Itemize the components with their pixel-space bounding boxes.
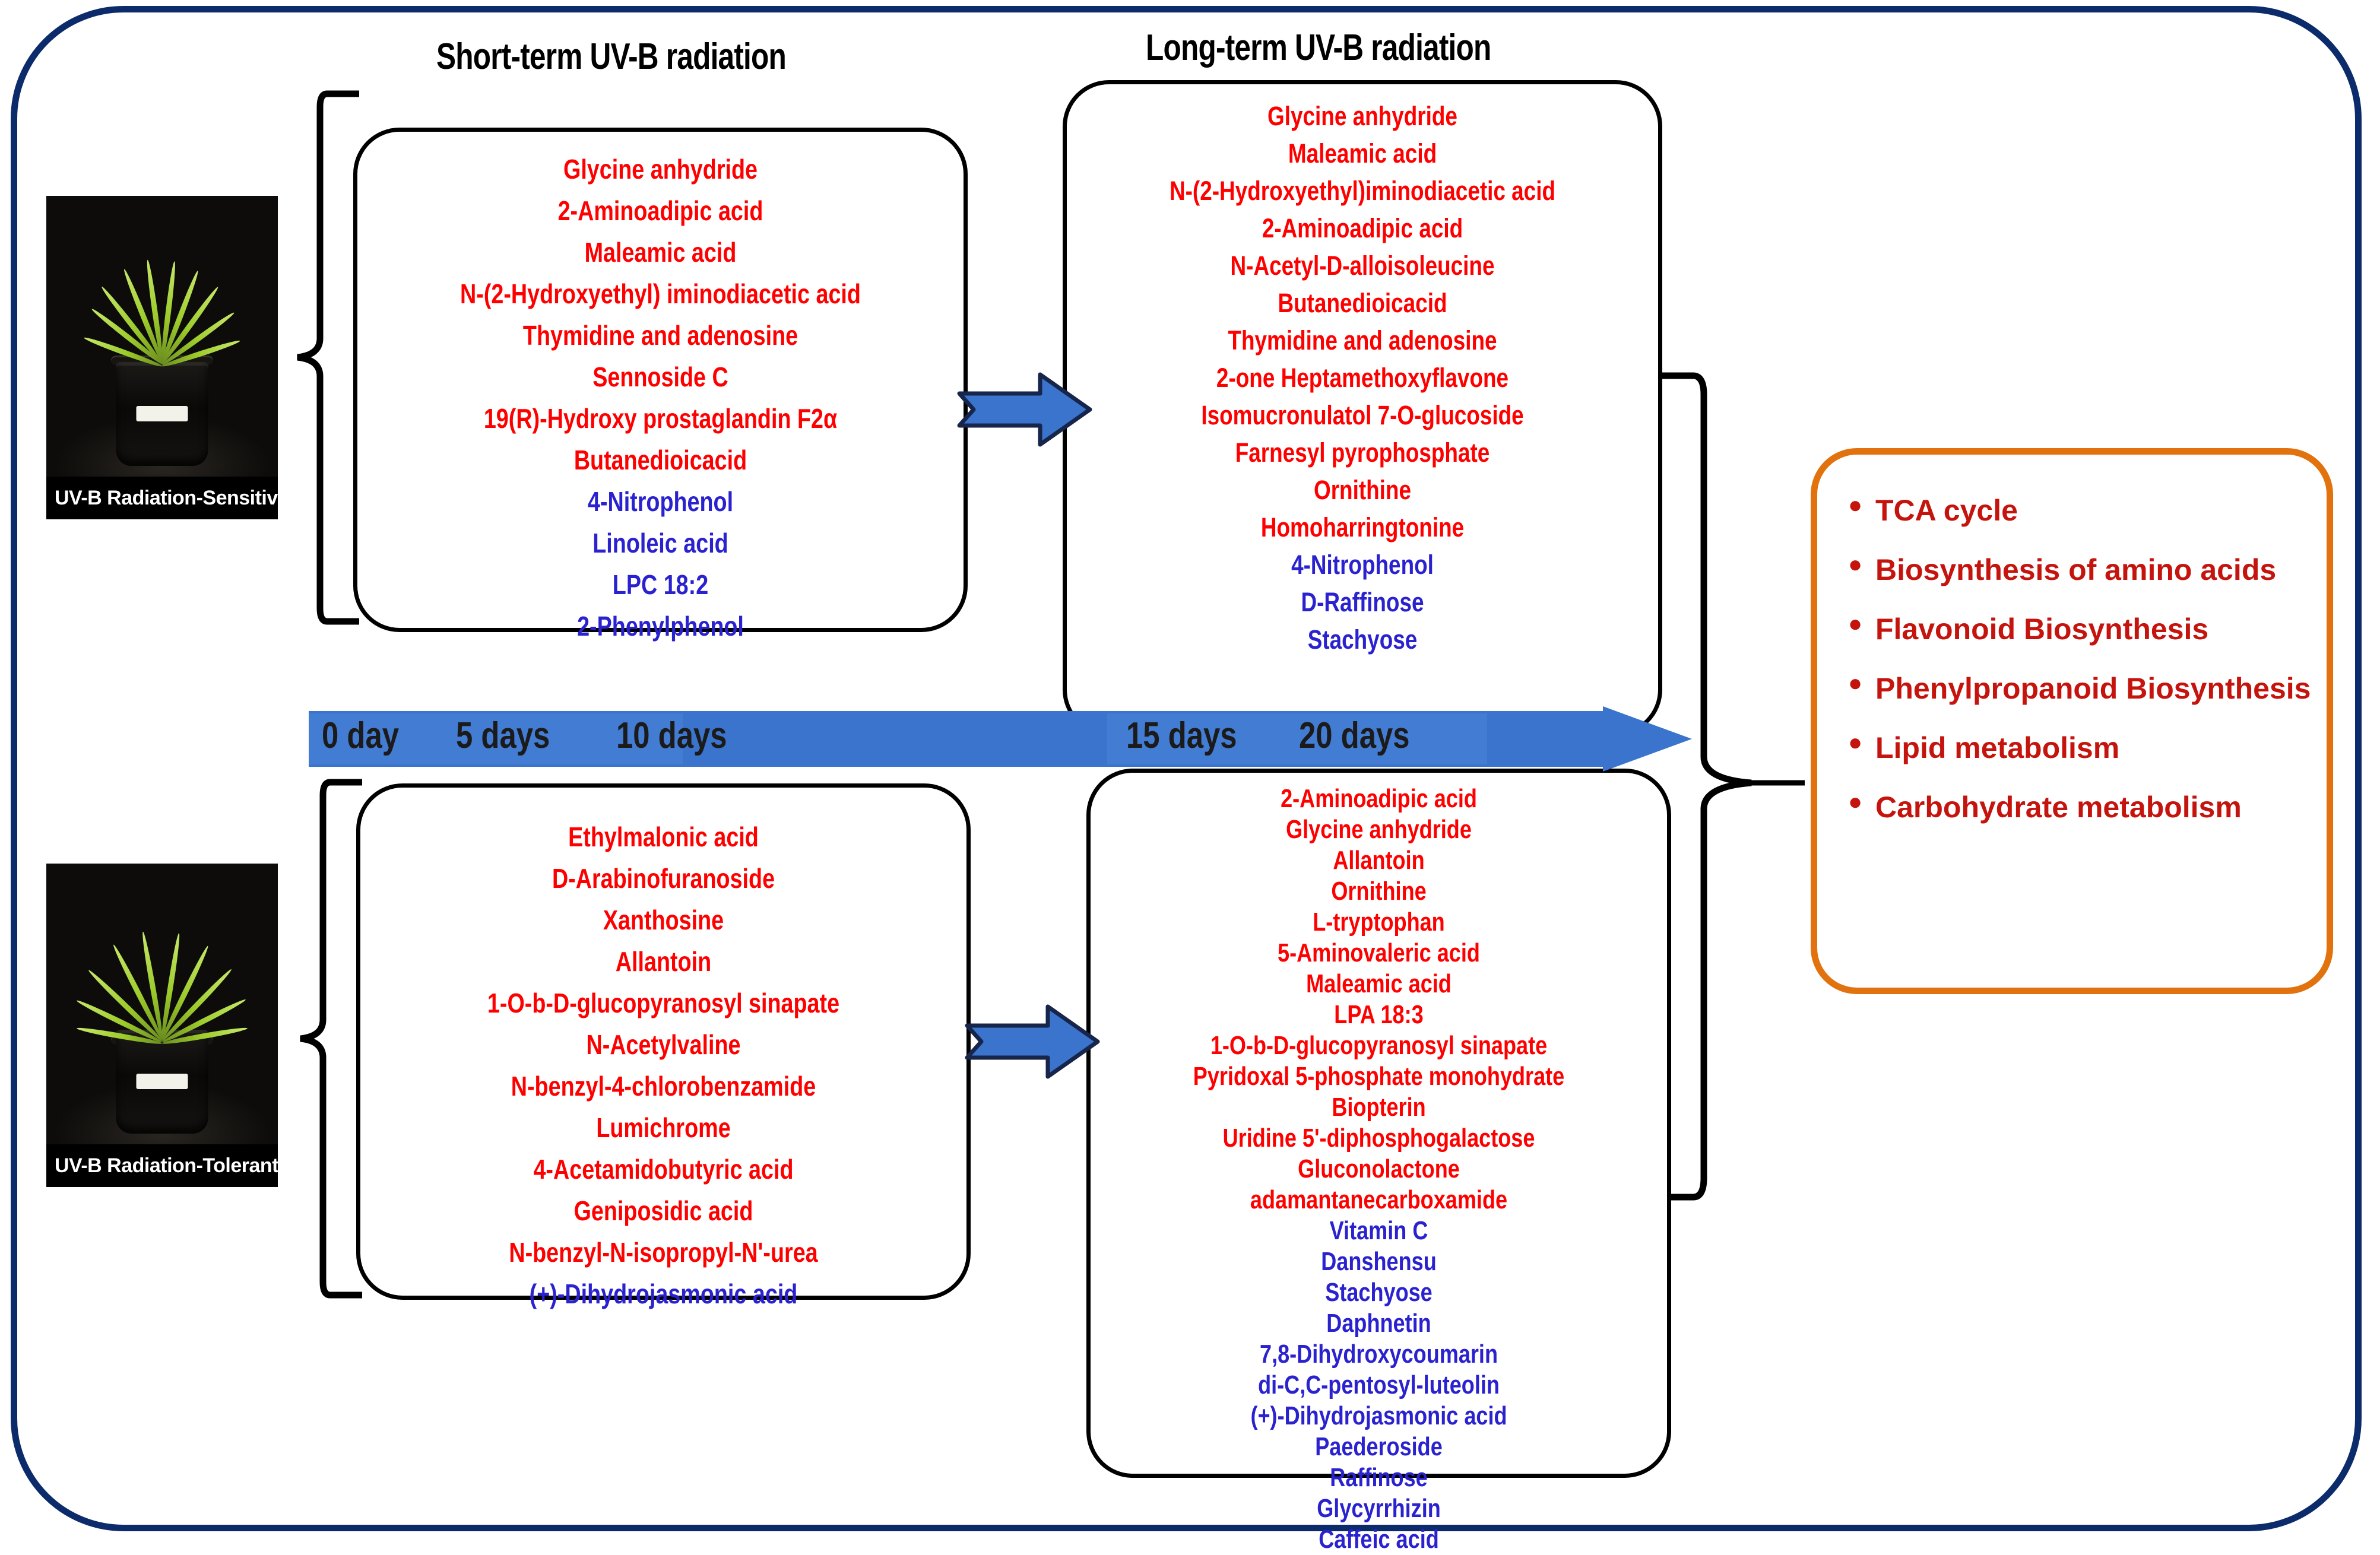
metabolite-item: Ornithine <box>1314 475 1411 505</box>
metabolite-item: 4-Nitrophenol <box>587 486 734 517</box>
metabolite-item: 2-Aminoadipic acid <box>1281 784 1477 813</box>
metabolite-item: Linoleic acid <box>592 528 728 558</box>
metabolite-item: Maleamic acid <box>1288 138 1437 169</box>
metabolite-item: D-Arabinofuranoside <box>552 863 775 894</box>
metabolite-item: Uridine 5'-diphosphogalactose <box>1222 1124 1535 1153</box>
metabolite-item: 5-Aminovaleric acid <box>1278 938 1480 967</box>
outer-frame <box>11 6 2362 1531</box>
arrow-short-to-long-sensitive <box>957 372 1092 447</box>
metabolite-item: Glycine anhydride <box>563 154 758 185</box>
metabolite-item: Daphnetin <box>1326 1309 1431 1338</box>
plant-pot <box>116 362 208 466</box>
timeline-arrow <box>309 706 1692 772</box>
metabolite-item: (+)-Dihydrojasmonic acid <box>529 1278 798 1309</box>
metabolite-item: N-(2-Hydroxyethyl) iminodiacetic acid <box>460 278 861 309</box>
metabolite-item: Caffeic acid <box>1319 1525 1439 1554</box>
metabolite-item: Geniposidic acid <box>573 1195 753 1226</box>
metabolite-item: 2-one Heptamethoxyflavone <box>1216 363 1509 393</box>
brace-tolerant <box>300 779 362 1299</box>
metabolite-item: Ornithine <box>1331 877 1427 906</box>
metabolite-item: N-Acetylvaline <box>586 1029 741 1060</box>
pathway-summary-box: TCA cycleBiosynthesis of amino acidsFlav… <box>1811 448 2333 994</box>
metabolite-item: Pyridoxal 5-phosphate monohydrate <box>1193 1062 1565 1091</box>
arrow-short-to-long-tolerant <box>965 1004 1100 1079</box>
metabolite-item: (+)-Dihydrojasmonic acid <box>1250 1401 1507 1430</box>
metabolite-item: N-Acetyl-D-alloisoleucine <box>1230 250 1495 281</box>
metabolite-item: Maleamic acid <box>584 237 737 268</box>
metabolite-item: 1-O-b-D-glucopyranosyl sinapate <box>1210 1031 1548 1060</box>
metabolite-item: 2-Phenylphenol <box>577 611 744 642</box>
metabolite-item: Glycine anhydride <box>1286 815 1472 844</box>
metabolite-item: 4-Acetamidobutyric acid <box>533 1154 794 1185</box>
metabolite-item: Farnesyl pyrophosphate <box>1235 437 1490 468</box>
metabolite-item: N-benzyl-N-isopropyl-N'-urea <box>509 1237 818 1268</box>
metabolite-item: Allantoin <box>615 946 712 977</box>
metabolite-item: D-Raffinose <box>1301 587 1424 617</box>
metabolite-item: Stachyose <box>1325 1278 1433 1307</box>
plant-pot <box>116 1030 208 1134</box>
metabolite-item: 19(R)-Hydroxy prostaglandin F2α <box>483 403 838 434</box>
pathway-item: Phenylpropanoid Biosynthesis <box>1845 668 2327 707</box>
metabolite-item: N-benzyl-4-chlorobenzamide <box>511 1071 816 1102</box>
metabolite-item: Glycyrrhizin <box>1317 1494 1441 1523</box>
pathway-item: TCA cycle <box>1845 490 2327 529</box>
metabolite-item: Ethylmalonic acid <box>568 821 759 852</box>
metabolite-item: Butanedioicacid <box>1278 288 1447 318</box>
plant-photo-scene-sensitive <box>46 196 278 477</box>
metabolite-item: Thymidine and adenosine <box>522 320 798 351</box>
metabolite-item: Biopterin <box>1332 1093 1426 1122</box>
metabolite-item: Homoharringtonine <box>1260 512 1465 542</box>
metabolite-item: Butanedioicacid <box>573 445 747 475</box>
metabolite-item: adamantanecarboxamide <box>1250 1185 1508 1214</box>
metabolite-item: Raffinose <box>1330 1463 1428 1492</box>
metabolite-item: LPA 18:3 <box>1334 1000 1424 1029</box>
metabolite-item: 4-Nitrophenol <box>1291 550 1434 580</box>
section-title-short-term: Short-term UV-B radiation <box>436 36 787 77</box>
metabolite-item: LPC 18:2 <box>612 569 709 600</box>
photo-caption-sensitive: UV-B Radiation-Sensitive <box>46 477 278 519</box>
metabolite-item: Allantoin <box>1333 846 1425 875</box>
metabolite-item: N-(2-Hydroxyethyl)iminodiacetic acid <box>1169 176 1556 206</box>
pathway-item: Lipid metabolism <box>1845 728 2327 767</box>
metabolite-item: 2-Aminoadipic acid <box>1262 213 1463 243</box>
pathway-item: Flavonoid Biosynthesis <box>1845 609 2327 648</box>
metabolite-item: di-C,C-pentosyl-luteolin <box>1258 1370 1500 1400</box>
metabolite-item: Xanthosine <box>603 905 724 935</box>
plant-photo-scene-tolerant <box>46 864 278 1144</box>
metabolite-item: 7,8-Dihydroxycoumarin <box>1259 1340 1498 1369</box>
metabolite-item: Isomucronulatol 7-O-glucoside <box>1201 400 1524 430</box>
metabolite-item: Stachyose <box>1307 624 1418 655</box>
brace-sensitive <box>297 90 359 625</box>
pathway-item: Carbohydrate metabolism <box>1845 787 2327 826</box>
metabolite-item: Thymidine and adenosine <box>1228 325 1497 356</box>
metabolite-item: Sennoside C <box>592 361 728 392</box>
section-title-long-term: Long-term UV-B radiation <box>1146 27 1491 68</box>
metabolite-item: L-tryptophan <box>1313 907 1445 937</box>
metabolite-item: Maleamic acid <box>1306 969 1452 998</box>
metabolite-item: Glycine anhydride <box>1267 101 1457 131</box>
brace-pathways <box>1661 372 1805 1201</box>
pathway-list: TCA cycleBiosynthesis of amino acidsFlav… <box>1845 490 2327 826</box>
metabolite-item: Paederoside <box>1315 1432 1443 1461</box>
metabolite-item: Gluconolactone <box>1298 1154 1460 1183</box>
metabolite-item: Lumichrome <box>596 1112 731 1143</box>
pathway-item: Biosynthesis of amino acids <box>1845 550 2327 589</box>
photo-caption-tolerant: UV-B Radiation-Tolerant <box>46 1144 278 1187</box>
metabolite-item: 2-Aminoadipic acid <box>557 195 763 226</box>
metabolite-item: Vitamin C <box>1329 1216 1428 1245</box>
metabolite-item: 1-O-b-D-glucopyranosyl sinapate <box>487 988 840 1018</box>
metabolite-item: Danshensu <box>1321 1247 1437 1276</box>
photo-uvb-tolerant: UV-B Radiation-Tolerant <box>46 864 278 1187</box>
photo-uvb-sensitive: UV-B Radiation-Sensitive <box>46 196 278 519</box>
